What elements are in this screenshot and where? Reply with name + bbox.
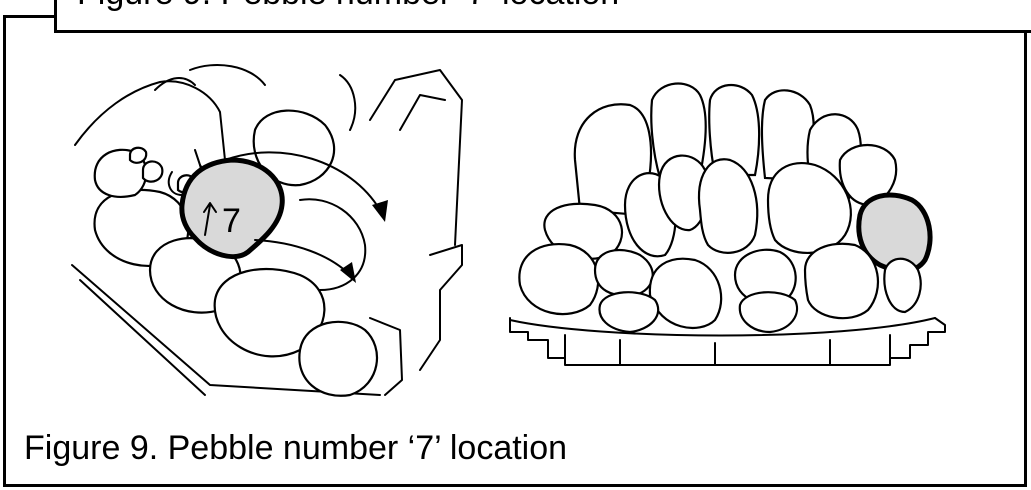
pebble [884,259,920,312]
hand [75,81,225,172]
tray-bracket [420,245,462,370]
pebble-7-label: 7 [222,202,241,240]
pebble [600,292,659,332]
tray-bracket-right [890,318,945,358]
hand-placement-illustration: 7 [72,65,462,396]
figure-caption: Figure 9. Pebble number ‘7’ location [24,428,567,468]
pebble-outline [300,199,365,290]
pebble [740,292,797,332]
front-view-illustration [510,84,945,365]
fingertip [130,148,146,163]
pebble-outline [340,75,355,130]
arrowhead-icon [340,262,356,283]
pebble [805,244,878,318]
tray-front-divider [620,340,830,365]
tray-front [565,335,890,365]
rear-panel-inner [400,95,445,130]
pebble [650,259,721,328]
pebble [519,244,598,314]
pebble [595,250,653,296]
pebble-outline [190,65,265,85]
fingertip [143,161,162,181]
tray-rim [510,318,935,336]
pebble [299,322,377,396]
